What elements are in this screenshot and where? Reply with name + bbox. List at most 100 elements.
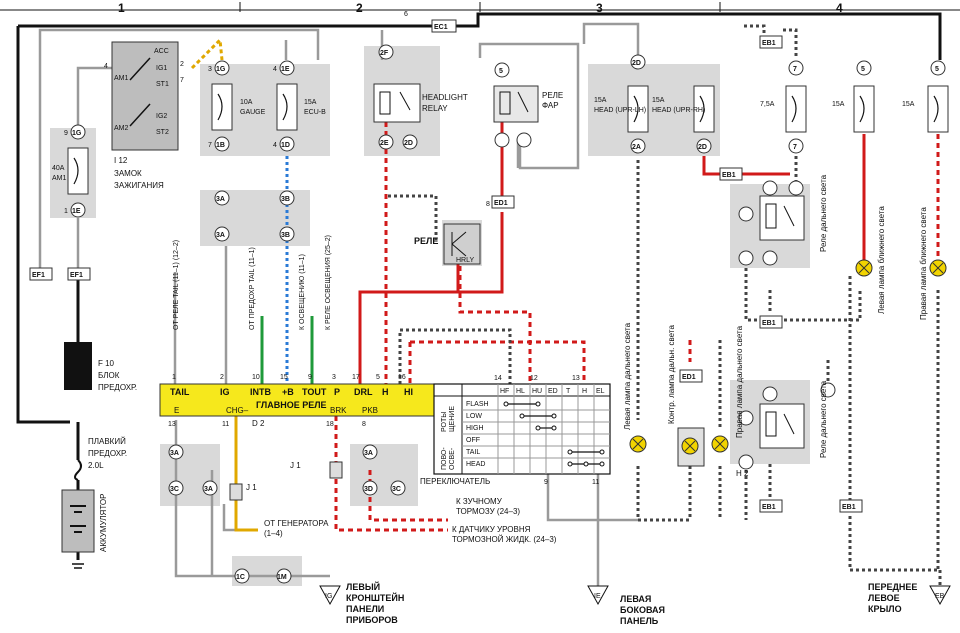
- wires: [16, 12, 942, 586]
- sw-side-l4: ЩЕНИЕ: [449, 406, 456, 432]
- ignition-label-2: ЗАЖИГАНИЯ: [114, 181, 164, 190]
- sw-row-flash: FLASH: [466, 401, 489, 408]
- ign-am1: AM1: [114, 75, 129, 82]
- conn-eb1-mid: EB1: [762, 320, 776, 327]
- conn-6-top: 6: [404, 11, 408, 18]
- relay-pin-tail-label: TAIL: [170, 387, 190, 397]
- zone-4: 4: [836, 1, 843, 15]
- ground-eb-l1: ПЕРЕДНЕЕ: [868, 582, 917, 592]
- high-beam-relay-1-label: Реле дальнего света: [819, 174, 828, 252]
- ignition-name: I 12: [114, 156, 128, 165]
- lamp-left-high: [629, 435, 647, 453]
- ground-ie-l2: БОКОВАЯ: [620, 605, 665, 615]
- fuse-ecu-name: ECU-B: [304, 109, 326, 116]
- sw-col-hf: HF: [500, 388, 509, 395]
- ign-ig1: IG1: [156, 65, 167, 72]
- sw-side-l2: ОСВЕ-: [449, 447, 456, 470]
- sw-pin-12: 12: [530, 375, 538, 382]
- conn-5-fara: 5: [499, 68, 503, 75]
- ground-eb-l3: КРЫЛО: [868, 604, 902, 614]
- conn-7-bottom: 7: [793, 144, 797, 151]
- sw-row-tail: TAIL: [466, 449, 480, 456]
- switch-caption: ПЕРЕКЛЮЧАТЕЛЬ: [420, 477, 490, 486]
- high-beam-relay-2-label: Реле дальнего света: [819, 380, 828, 458]
- relay-hrly-label: РЕЛЕ: [414, 236, 438, 246]
- ign-am2: AM2: [114, 125, 129, 132]
- fuse-15a-right: 5 15A: [902, 60, 949, 133]
- sw-side-l3: РОТЫ: [441, 412, 448, 432]
- note-generator-l1: ОТ ГЕНЕРАТОРА: [264, 519, 329, 528]
- conn-2a: 2A: [632, 144, 641, 151]
- conn-3a-top: 3A: [216, 196, 225, 203]
- main-relay-title: ГЛАВНОЕ РЕЛЕ: [256, 400, 327, 410]
- relay-pin-brk-num: 18: [326, 421, 334, 428]
- fuse-head-lh-rating: 15A: [594, 97, 607, 104]
- relay-fara: 5 РЕЛЕ ФАР: [493, 62, 563, 148]
- sw-pin-13: 13: [572, 375, 580, 382]
- conn-2d-bottom: 2D: [698, 144, 707, 151]
- ignition-label-1: ЗАМОК: [114, 169, 142, 178]
- relay-pin-intb-num: 10: [252, 374, 260, 381]
- conn-3a-pkb: 3A: [364, 450, 373, 457]
- fuse-block-l1: БЛОК: [98, 371, 120, 380]
- label-from-tail-fuse: ОТ ПРЕДОХР TAIL (11–1): [249, 247, 256, 330]
- label-right-low: Правая лампа ближнего света: [919, 207, 928, 320]
- conn-3b-bottom: 3B: [281, 232, 290, 239]
- fusible-link-l3: 2.0L: [88, 461, 104, 470]
- label-indicator-high: Контр. лампа дальн. света: [667, 325, 676, 424]
- fuse-ecu-b: 1E 4 15A ECU-B 1D 4: [273, 60, 326, 152]
- sw-col-ed: ED: [548, 388, 558, 395]
- label-to-light-relay: К РЕЛЕ ОСВЕЩЕНИЯ (25–2): [325, 235, 332, 330]
- conn-3c-pkb: 3C: [392, 486, 401, 493]
- conn-1c: 1C: [236, 574, 245, 581]
- conn-eb1-top: EB1: [762, 40, 776, 47]
- fuse-head-rh-rating: 15A: [652, 97, 665, 104]
- ign-pin-2: 2: [180, 61, 184, 68]
- zone-3: 3: [596, 1, 603, 15]
- fuse-ecu-bottom: 1D: [281, 142, 290, 149]
- fuse-ecu-rating: 15A: [304, 99, 317, 106]
- note-generator-l2: (1–4): [264, 529, 283, 538]
- fuse-am1-top: 1G: [72, 130, 82, 137]
- conn-3a-right: 3A: [204, 486, 213, 493]
- fuse-head-lh-name: HEAD (UPR-LH): [594, 107, 646, 114]
- ignition-switch: ACC IG1 ST1 AM1 AM2 IG2 ST2 4 2 7 I 12 З…: [104, 41, 184, 190]
- headlight-relay-l1: HEADLIGHT: [422, 93, 468, 102]
- ground-ie: IE ЛЕВАЯ БОКОВАЯ ПАНЕЛЬ: [587, 585, 665, 626]
- relay-fara-l2: ФАР: [542, 101, 559, 110]
- relay-pin-chg-label: CHG–: [226, 406, 249, 415]
- relay-pin-intb-label: INTB: [250, 387, 271, 397]
- fuse-ecu-top: 1E: [281, 66, 290, 73]
- ground-ie-l1: ЛЕВАЯ: [620, 594, 651, 604]
- connector-d2: D 2: [252, 419, 265, 428]
- relay-pin-p-label: P: [334, 387, 340, 397]
- zone-header: 1 2 3 4: [0, 1, 960, 15]
- fuse-gauge: 1G 3 10A GAUGE 1B 7: [208, 60, 266, 152]
- conn-ed1-lamp: ED1: [682, 374, 696, 381]
- left-vertical-labels: ОТ РЕЛЕ TAIL (11–1) (12–2) ОТ ПРЕДОХР TA…: [173, 235, 332, 330]
- label-left-high: Левая лампа дальнего света: [623, 322, 632, 430]
- label-right-high: Правая лампа дальнего света: [735, 325, 744, 438]
- fuse-15a-left: 5 15A: [832, 60, 875, 133]
- conn-1m: 1M: [277, 574, 287, 581]
- ground-ie-id: IE: [594, 593, 601, 600]
- fusible-link-l1: ПЛАВКИЙ: [88, 437, 126, 446]
- relay-pin-chg-num: 11: [222, 421, 229, 428]
- relay-pin-brk-label: BRK: [330, 406, 347, 415]
- relay-pin-tout-label: TOUT: [302, 387, 327, 397]
- notes: К ЗУЧНОМУ ТОРМОЗУ (24–3) К ДАТЧИКУ УРОВН…: [264, 497, 557, 544]
- relay-pin-b-label: +B: [282, 387, 294, 397]
- relay-pin-drl-num: 17: [352, 374, 360, 381]
- relay-pin-tail-num: 1: [172, 374, 176, 381]
- fuse-15a-left-rating: 15A: [832, 101, 845, 108]
- ground-ig-id: IG: [325, 593, 332, 600]
- relay-pin-e-num: 13: [168, 421, 176, 428]
- conn-2d-top: 2D: [632, 60, 641, 67]
- fuse-am1: 1G 9 40A AM1 1E 1: [52, 124, 89, 218]
- sw-row-high: HIGH: [466, 425, 484, 432]
- conn-2d-relay: 2D: [404, 140, 413, 147]
- conn-eb1-bottom: EB1: [762, 504, 776, 511]
- ground-ie-l3: ПАНЕЛЬ: [620, 616, 659, 626]
- ground-ig-l1: ЛЕВЫЙ: [346, 581, 380, 592]
